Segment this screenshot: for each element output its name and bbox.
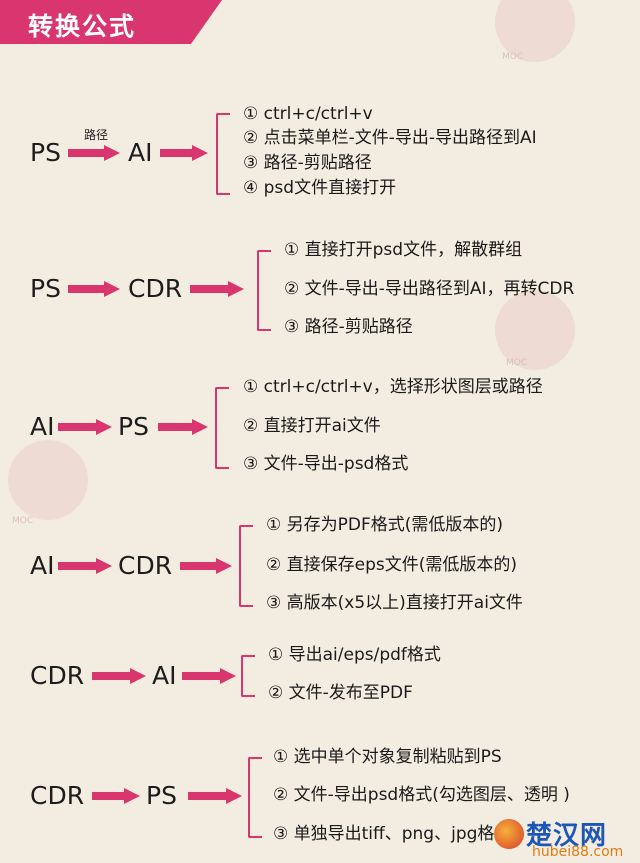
method-item: ① 导出ai/eps/pdf格式 — [268, 645, 441, 665]
watermark-bulb-icon — [8, 440, 88, 520]
title-banner — [0, 0, 222, 44]
method-item: ③ 路径-剪贴路径 — [284, 317, 413, 337]
bracket-icon — [257, 250, 271, 331]
target-format: AI — [128, 138, 153, 167]
method-item: ③ 文件-导出-psd格式 — [243, 454, 409, 474]
target-format: PS — [118, 412, 149, 441]
right-arrow-icon — [182, 668, 236, 684]
bracket-icon — [241, 655, 255, 697]
watermark-bulb-icon — [495, 290, 575, 370]
source-format: AI — [30, 412, 55, 441]
bracket-icon — [215, 387, 229, 469]
watermark-bulb-icon — [495, 0, 575, 62]
method-item: ① 直接打开psd文件，解散群组 — [284, 240, 523, 260]
source-format: CDR — [30, 661, 85, 690]
site-logo: 楚汉网 hubei88.com — [494, 815, 640, 863]
right-arrow-icon — [92, 788, 140, 804]
watermark-text: MOC — [12, 516, 34, 526]
source-format: PS — [30, 138, 61, 167]
right-arrow-icon — [68, 145, 120, 161]
method-item: ① 另存为PDF格式(需低版本的) — [266, 515, 504, 535]
logo-site-name: 楚汉网 — [526, 821, 608, 851]
method-item: ④ psd文件直接打开 — [243, 178, 397, 198]
method-item: ① 选中单个对象复制粘贴到PS — [273, 747, 502, 767]
logo-domain: hubei88.com — [532, 844, 624, 860]
target-format: PS — [146, 781, 177, 810]
method-item: ③ 单独导出tiff、png、jpg格式 — [273, 824, 512, 844]
watermark-text: MOC — [502, 52, 524, 62]
source-format: CDR — [30, 781, 85, 810]
bracket-icon — [248, 757, 262, 838]
source-format: PS — [30, 274, 61, 303]
method-item: ② 文件-导出psd格式(勾选图层、透明 ) — [273, 785, 570, 805]
arrow-label: 路径 — [84, 128, 109, 142]
right-arrow-icon — [68, 281, 120, 297]
right-arrow-icon — [160, 145, 208, 161]
method-item: ① ctrl+c/ctrl+v — [243, 104, 373, 124]
method-item: ② 直接保存eps文件(需低版本的) — [266, 555, 518, 575]
method-item: ① ctrl+c/ctrl+v，选择形状图层或路径 — [243, 377, 543, 397]
right-arrow-icon — [190, 281, 244, 297]
right-arrow-icon — [158, 419, 208, 435]
method-item: ② 点击菜单栏-文件-导出-导出路径到AI — [243, 128, 537, 148]
right-arrow-icon — [58, 419, 112, 435]
watermark-text: MOC — [506, 358, 528, 368]
method-item: ③ 高版本(x5以上)直接打开ai文件 — [266, 593, 523, 613]
target-format: AI — [152, 661, 177, 690]
right-arrow-icon — [58, 558, 112, 574]
method-item: ③ 路径-剪贴路径 — [243, 153, 372, 173]
logo-mark-icon — [494, 819, 524, 849]
bracket-icon — [239, 525, 253, 607]
target-format: CDR — [118, 551, 173, 580]
right-arrow-icon — [92, 668, 146, 684]
bracket-icon — [216, 113, 230, 195]
method-item: ② 直接打开ai文件 — [243, 416, 381, 436]
target-format: CDR — [128, 274, 183, 303]
right-arrow-icon — [188, 788, 242, 804]
method-item: ② 文件-导出-导出路径到AI，再转CDR — [284, 279, 575, 299]
method-item: ② 文件-发布至PDF — [268, 683, 413, 703]
source-format: AI — [30, 551, 55, 580]
right-arrow-icon — [180, 558, 232, 574]
page-title: 转换公式 — [28, 12, 137, 41]
